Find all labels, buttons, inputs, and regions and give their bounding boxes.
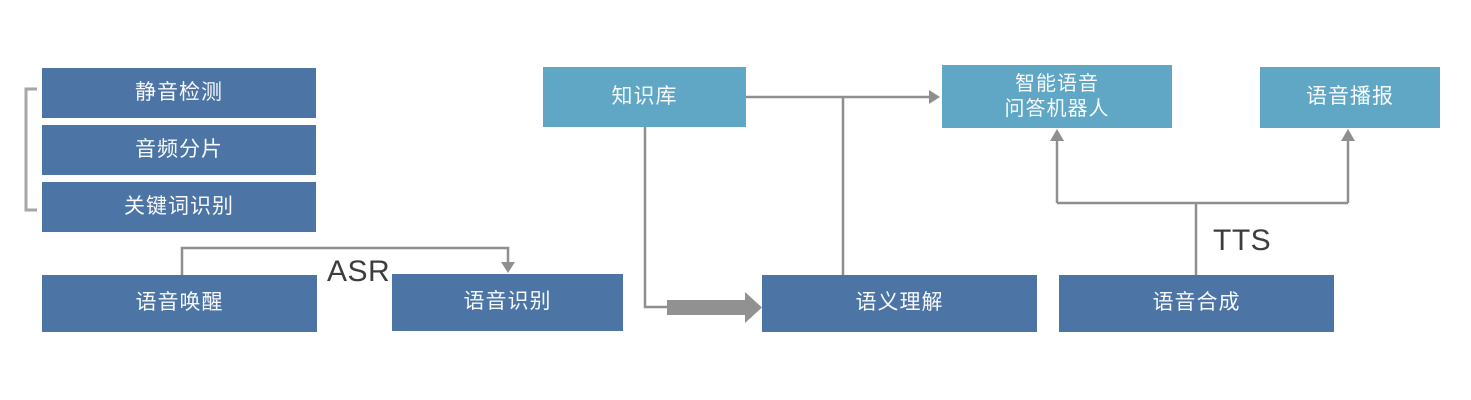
- edge-label-tts: TTS: [1213, 224, 1272, 257]
- node-semantic-understanding: 语义理解: [762, 275, 1037, 332]
- node-speech-recognition: 语音识别: [392, 274, 623, 331]
- node-voice-wakeup-label: 语音唤醒: [135, 291, 224, 315]
- node-silence-detection-label: 静音检测: [135, 80, 223, 104]
- node-semantic-understanding-label: 语义理解: [855, 291, 944, 315]
- node-qa-robot-label-line1: 智能语音: [1015, 72, 1099, 95]
- node-keyword-recognition: 关键词识别: [42, 182, 316, 232]
- edge-label-asr: ASR: [327, 255, 391, 288]
- left-group-bracket: [24, 87, 37, 212]
- edge-tts-left-arrowhead: [1050, 129, 1064, 141]
- edge-kb-robot-arrowhead: [929, 90, 940, 104]
- node-voice-wakeup: 语音唤醒: [42, 275, 317, 332]
- node-knowledge-base-label: 知识库: [611, 84, 678, 108]
- node-speech-synthesis-label: 语音合成: [1152, 291, 1241, 315]
- node-audio-segmentation-label: 音频分片: [135, 137, 223, 161]
- edge-kb-semantic-line: [643, 127, 667, 309]
- edge-asr-arrowhead: [501, 262, 515, 273]
- node-qa-robot: 智能语音 问答机器人: [942, 65, 1172, 128]
- node-voice-broadcast-label: 语音播报: [1306, 85, 1394, 109]
- edge-tts-line: [1055, 140, 1350, 275]
- node-silence-detection: 静音检测: [42, 68, 316, 118]
- edge-kb-semantic-thick-arrow: [667, 292, 762, 323]
- node-knowledge-base: 知识库: [543, 67, 746, 127]
- node-voice-broadcast: 语音播报: [1260, 67, 1440, 128]
- node-qa-robot-label-line2: 问答机器人: [1004, 97, 1110, 120]
- edge-tts-right-arrowhead: [1341, 129, 1355, 141]
- node-audio-segmentation: 音频分片: [42, 125, 316, 175]
- node-speech-recognition-label: 语音识别: [463, 290, 552, 314]
- node-keyword-recognition-label: 关键词识别: [124, 194, 234, 218]
- node-speech-synthesis: 语音合成: [1059, 275, 1334, 332]
